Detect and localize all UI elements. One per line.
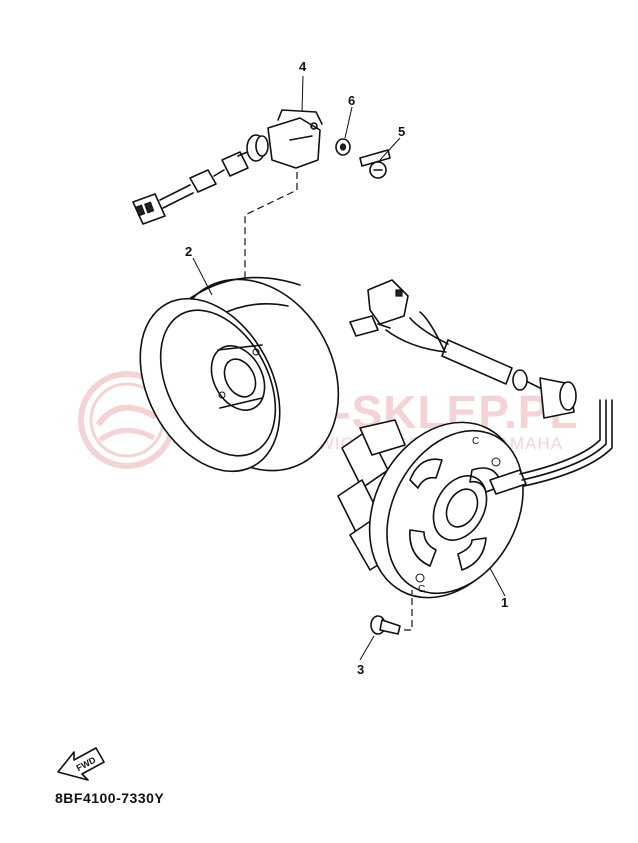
diagram-part-code: 8BF4100-7330Y bbox=[55, 790, 165, 806]
screw-part-3 bbox=[370, 615, 401, 635]
pickup-coil-sensor bbox=[132, 109, 323, 225]
callout-4: 4 bbox=[299, 59, 307, 74]
screw-part-5 bbox=[359, 149, 391, 179]
callout-1: 1 bbox=[501, 595, 508, 610]
svg-text:C: C bbox=[418, 584, 425, 595]
callout-3: 3 bbox=[357, 662, 364, 677]
flywheel-rotor bbox=[139, 276, 340, 473]
callout-leaders bbox=[192, 75, 506, 661]
callout-2: 2 bbox=[185, 244, 192, 259]
washer-part bbox=[335, 138, 351, 156]
svg-text:C: C bbox=[472, 436, 479, 447]
fwd-arrow-icon: FWD bbox=[57, 747, 105, 781]
callout-5: 5 bbox=[398, 124, 405, 139]
stator-assembly: C C bbox=[337, 279, 613, 599]
callout-6: 6 bbox=[348, 93, 355, 108]
